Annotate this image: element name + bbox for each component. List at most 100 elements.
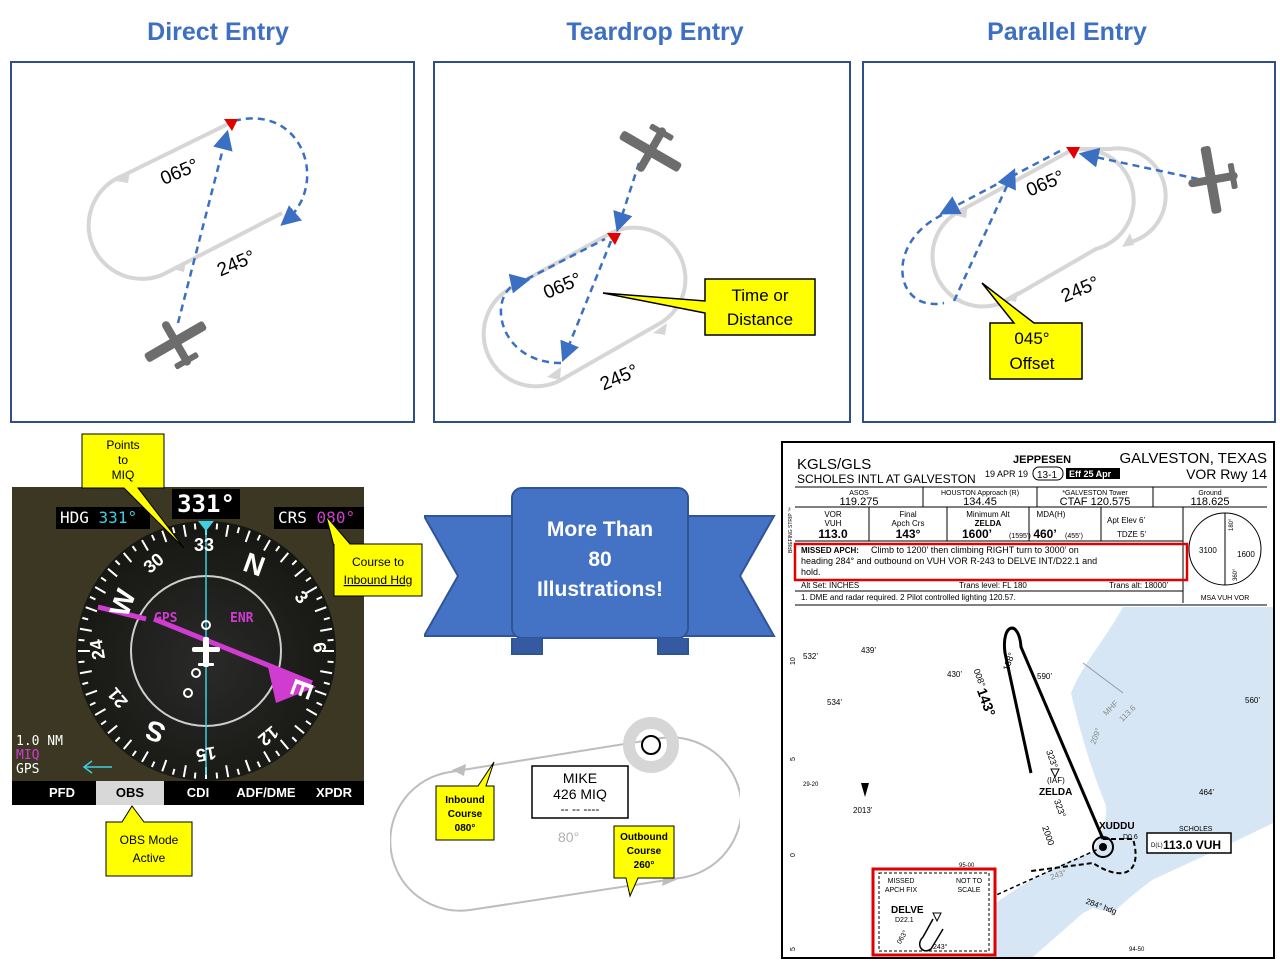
track-arrow-icon <box>452 764 466 776</box>
softkey-pfd[interactable]: PFD <box>49 785 75 800</box>
compass-tick <box>193 772 197 779</box>
compass-tick <box>323 681 330 686</box>
callout-inbound-line1: Inbound <box>445 795 484 806</box>
heading-bug-icon <box>198 521 214 531</box>
compass-tick <box>314 689 327 696</box>
fix-label-box <box>531 765 629 819</box>
compass-tick <box>236 527 241 534</box>
ribbon-body <box>511 487 689 639</box>
compass-tick <box>141 539 149 552</box>
callout-course-line1: Course to <box>352 555 404 569</box>
min-alt-sub: (1595’) <box>1009 533 1031 540</box>
chart-eff: Eff 25 Apr <box>1069 469 1112 479</box>
holding-pattern-track <box>481 225 688 389</box>
jeppesen-approach-chart: KGLS/GLS SCHOLES INTL AT GALVESTON JEPPE… <box>781 441 1275 959</box>
holding-pattern-track <box>86 121 283 281</box>
entry-turn-dashed <box>499 273 562 365</box>
compass-tick <box>256 534 262 541</box>
inbound-callout <box>435 761 495 841</box>
obstacle-560: 560’ <box>1245 696 1260 705</box>
course-pointer-arrow-icon <box>268 667 316 703</box>
delve-dist: D22.1 <box>895 917 914 924</box>
tick-5: 5 <box>790 757 797 761</box>
track-arrow-icon <box>172 261 186 272</box>
banner-line3: Illustrations! <box>537 578 663 601</box>
mda-value: 460’ <box>1033 527 1056 541</box>
compass-tick <box>78 660 85 664</box>
compass-tick <box>316 595 323 601</box>
compass-tick <box>107 724 118 735</box>
lat-2920: 29-20 <box>803 782 819 788</box>
softkey-cdi[interactable]: CDI <box>186 785 210 800</box>
parallel-entry-panel: 065° 245° 045° Offset <box>862 61 1276 423</box>
obs-active-callout: OBS Mode Active <box>105 805 193 877</box>
vor-label: VOR <box>824 510 842 519</box>
softkey-adf-dme[interactable]: ADF/DME <box>236 785 296 800</box>
compass-tick <box>79 627 92 632</box>
freq-tower: CTAF 120.575 <box>1060 496 1131 508</box>
freq-ground: 118.625 <box>1191 496 1230 508</box>
softkey-bar <box>12 781 364 805</box>
parallel-entry-diagram: 065° 245° 045° Offset <box>901 145 1238 380</box>
callout-inbound-line3: 080° <box>455 823 476 834</box>
callout-time-line2: Distance <box>727 310 793 329</box>
missed-text-1: Climb to 1200’ then climbing RIGHT turn … <box>871 545 1079 555</box>
compass-tick <box>263 750 271 763</box>
missed-fix-label: MISSED <box>888 878 915 885</box>
chart-page: 13-1 <box>1037 470 1057 481</box>
not-to-label: NOT TO <box>956 878 983 885</box>
compass-tick <box>94 708 107 716</box>
airplane-icon <box>619 123 682 172</box>
track-arrow-icon <box>116 171 130 183</box>
course-pointer <box>153 616 313 686</box>
course-188: 188° <box>1001 651 1017 672</box>
compass-tick <box>78 638 85 642</box>
softkey-obs[interactable]: OBS <box>96 781 164 805</box>
inbound-dashed-line <box>952 168 1016 302</box>
inbound-dashed-line <box>526 237 606 281</box>
direct-entry-panel: 065° 245° <box>10 61 415 423</box>
ribbon-left-tail <box>424 515 517 637</box>
briefing-strip-label: BRIEFING STRIP ™ <box>788 507 794 553</box>
compass-tick <box>85 606 98 613</box>
callout-time-line1: Time or <box>732 286 789 305</box>
compass-tick <box>275 545 281 552</box>
direct-entry-diagram: 065° 245° <box>86 117 309 370</box>
compass-tick <box>305 576 312 582</box>
vor-freq: 113.0 <box>818 527 848 541</box>
procedure-track <box>1002 626 1105 840</box>
map-water <box>1071 607 1273 913</box>
crs-box: CRS 080° <box>274 507 364 529</box>
msa-label: MSA VUH VOR <box>1201 595 1250 602</box>
callout-inbound-line2: Course <box>448 809 483 820</box>
compass-tick <box>291 559 298 566</box>
course-label-065: 065° <box>157 155 201 190</box>
compass-33: 33 <box>194 535 215 555</box>
alt-set: Alt Set: INCHES <box>801 581 859 590</box>
points-to-callout: Points to MIQ <box>81 433 185 549</box>
aircraft-symbol-icon <box>192 637 220 667</box>
delve-hold <box>919 918 944 952</box>
teardrop-entry-diagram: 065° 245° Time or Distance <box>481 123 816 395</box>
zelda-fix: ZELDA <box>1039 787 1072 798</box>
course-80: 80° <box>558 829 579 845</box>
fix-triangle-icon <box>224 119 238 131</box>
callout-outbound-line1: Outbound <box>620 832 668 843</box>
compass-tick <box>100 720 107 726</box>
iaf-label: (IAF) <box>1047 776 1065 785</box>
compass-tick <box>85 689 98 696</box>
d06-label: D0.6 <box>1123 834 1138 841</box>
scale-label: SCALE <box>958 887 981 894</box>
softkey-xpdr[interactable]: XPDR <box>315 785 353 800</box>
compass-tick <box>279 739 290 750</box>
compass-tick <box>225 765 230 778</box>
fix-name: MIKE <box>563 770 597 786</box>
hdg-label: HDG <box>60 508 89 527</box>
compass-tick <box>244 530 251 543</box>
course-to-callout: Course to Inbound Hdg <box>326 515 423 597</box>
missed-fix-highlight <box>871 867 997 957</box>
holding-pattern-track-outer <box>1076 146 1168 245</box>
title-teardrop-entry: Teardrop Entry <box>566 18 744 46</box>
compass-tick <box>131 545 137 552</box>
trans-alt: Trans alt: 18000’ <box>1109 581 1169 590</box>
